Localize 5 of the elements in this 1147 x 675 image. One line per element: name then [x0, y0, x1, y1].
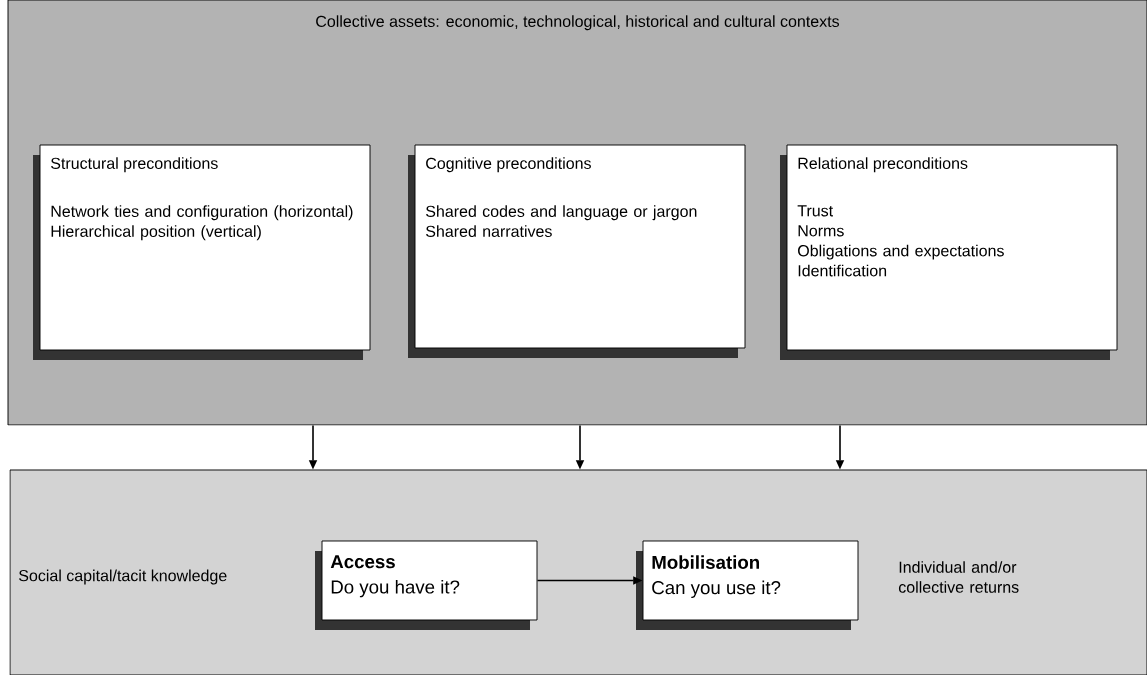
text-box: Structural preconditions Network ties and configuration (horizontal) Hierarchical position (vertical): [33, 144, 371, 360]
text-box: Mobilisation Can you use it?: [636, 540, 859, 630]
text-box: Cognitive preconditions Shared codes and language or jargon Shared narratives: [408, 144, 746, 358]
text-box: Relational preconditions Trust Norms Obligations and expectations Identification: [780, 144, 1118, 360]
text-box: Access Do you have it?: [315, 540, 538, 630]
